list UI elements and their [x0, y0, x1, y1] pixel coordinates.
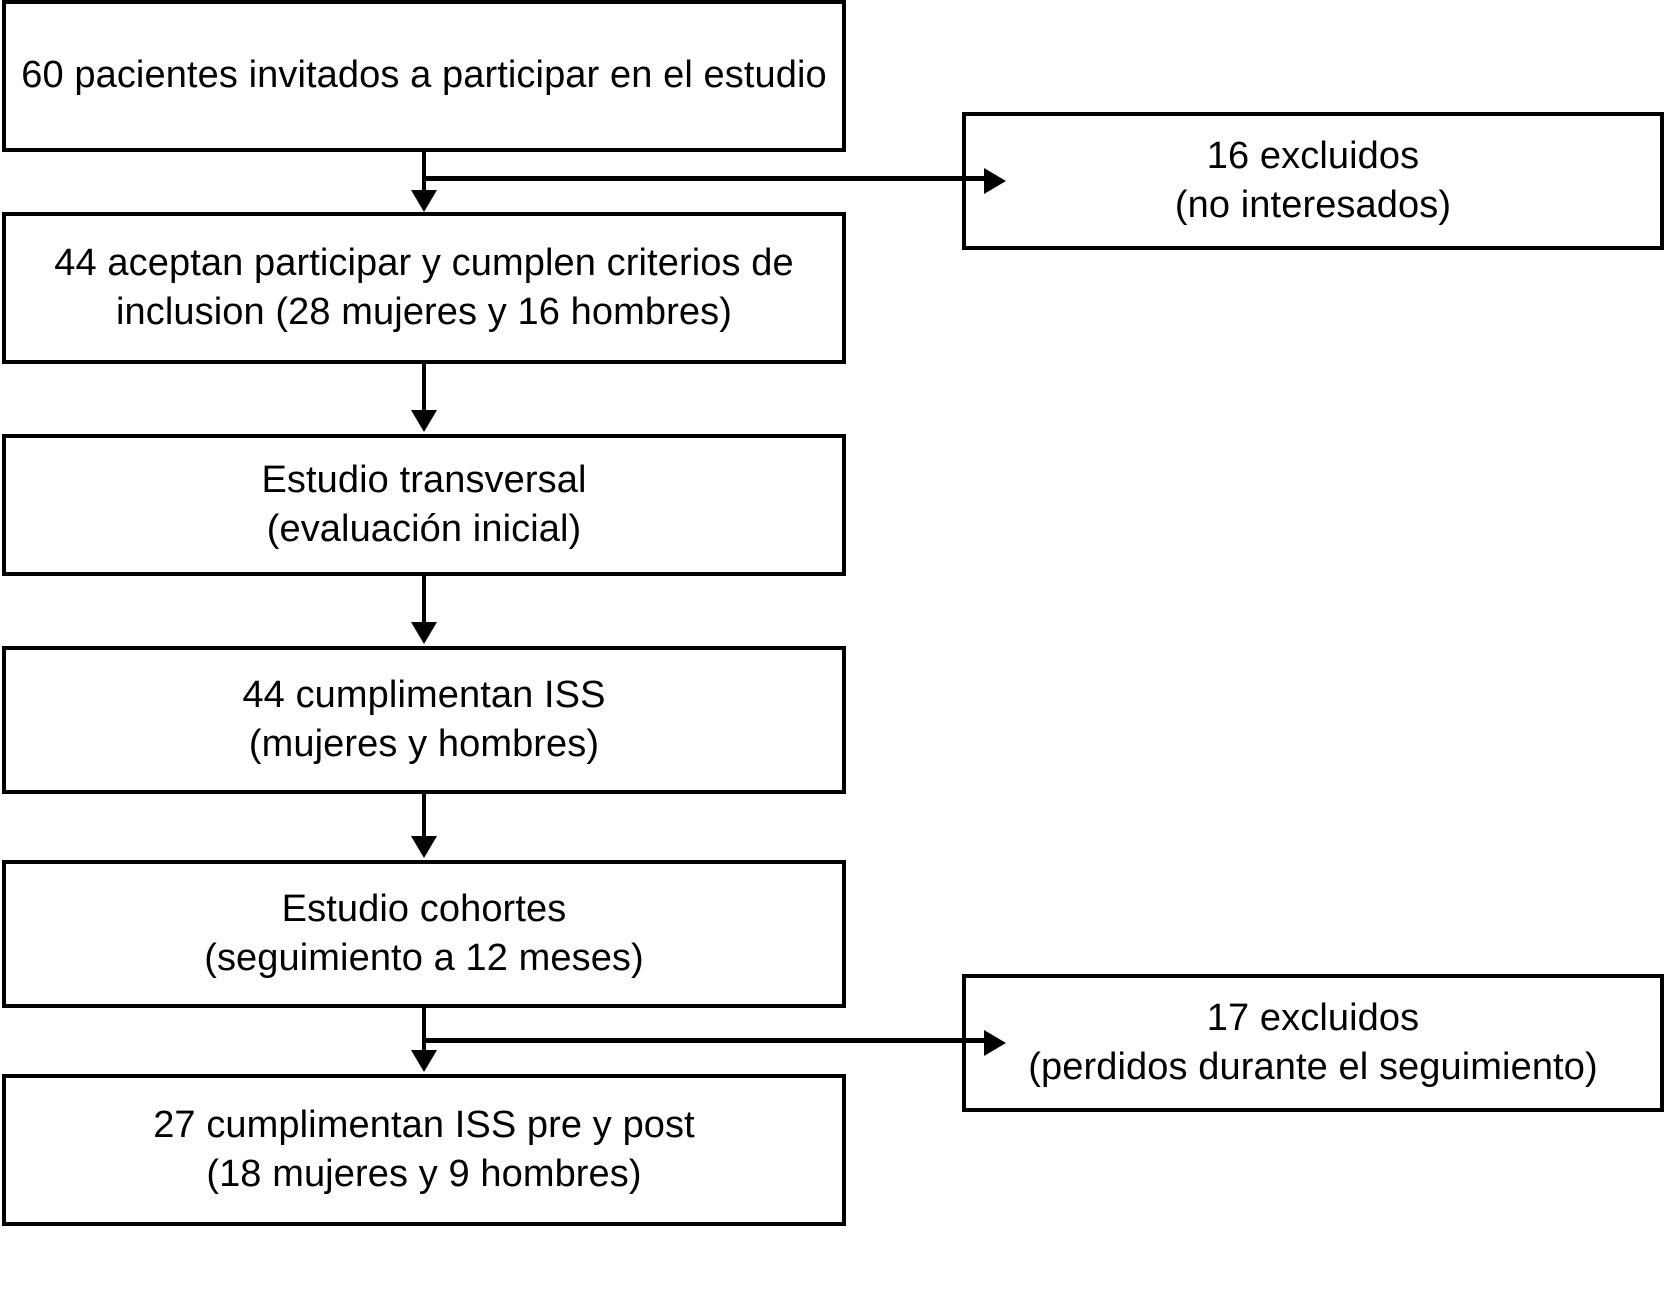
node-cross-sectional: Estudio transversal (evaluación inicial) [2, 434, 846, 576]
connector-iss-44-to-cohort [422, 794, 426, 838]
connector-invited-to-accepted [422, 152, 426, 194]
arrowhead-down-icon [411, 836, 437, 858]
node-accepted: 44 aceptan participar y cumplen criterio… [2, 212, 846, 364]
node-iss-44-label: 44 cumplimentan ISS (mujeres y hombres) [242, 673, 606, 765]
arrowhead-down-icon [411, 410, 437, 432]
arrowhead-right-icon [984, 168, 1006, 194]
node-iss-27-label: 27 cumplimentan ISS pre y post (18 mujer… [153, 1103, 695, 1195]
node-invited-label: 60 pacientes invitados a participar en e… [21, 54, 827, 97]
connector-cohort-to-excluded-17 [424, 1038, 986, 1043]
node-cross-sectional-label: Estudio transversal (evaluación inicial) [261, 458, 587, 550]
connector-cross-sectional-to-iss-44 [422, 576, 426, 624]
node-accepted-label: 44 aceptan participar y cumplen criterio… [54, 241, 794, 333]
node-excluded-16: 16 excluidos (no interesados) [962, 112, 1664, 250]
connector-cohort-to-iss-27 [422, 1008, 426, 1054]
node-excluded-16-label: 16 excluidos (no interesados) [1174, 134, 1452, 226]
connector-accepted-to-cross-sectional [422, 364, 426, 412]
arrowhead-down-icon [411, 622, 437, 644]
arrowhead-down-icon [411, 1050, 437, 1072]
node-excluded-17: 17 excluidos (perdidos durante el seguim… [962, 974, 1664, 1112]
connector-invited-to-excluded-16 [424, 176, 986, 181]
node-iss-27: 27 cumplimentan ISS pre y post (18 mujer… [2, 1074, 846, 1226]
arrowhead-right-icon [984, 1030, 1006, 1056]
node-iss-44: 44 cumplimentan ISS (mujeres y hombres) [2, 646, 846, 794]
arrowhead-down-icon [411, 190, 437, 212]
node-cohort-label: Estudio cohortes (seguimiento a 12 meses… [204, 887, 644, 979]
node-excluded-17-label: 17 excluidos (perdidos durante el seguim… [1028, 996, 1598, 1088]
node-cohort: Estudio cohortes (seguimiento a 12 meses… [2, 860, 846, 1008]
node-invited: 60 pacientes invitados a participar en e… [2, 0, 846, 152]
